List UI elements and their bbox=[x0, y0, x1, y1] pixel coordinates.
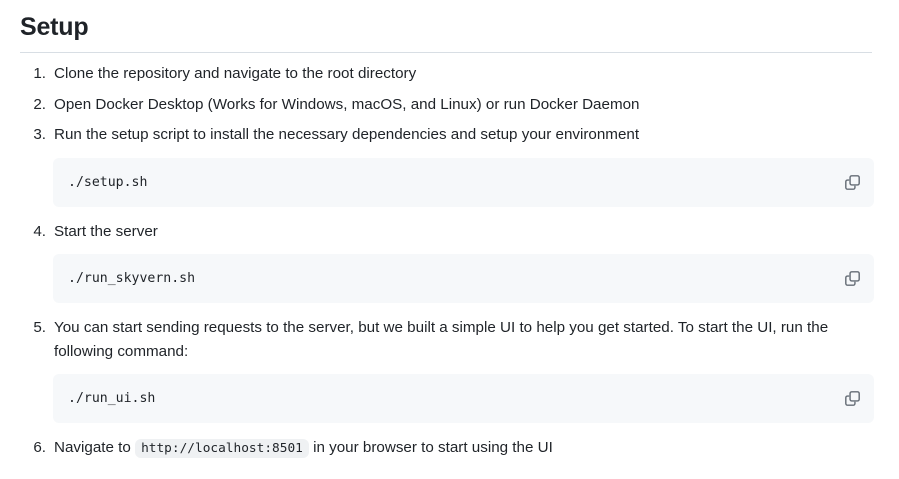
copy-icon bbox=[844, 174, 861, 191]
code-block-run-ui: ./run_ui.sh bbox=[53, 374, 874, 424]
list-marker: 5. bbox=[33, 319, 46, 337]
code-block-setup: ./setup.sh bbox=[53, 157, 874, 207]
step-text: Start the server bbox=[54, 222, 158, 240]
copy-button[interactable] bbox=[841, 171, 863, 193]
code-text: ./run_ui.sh bbox=[68, 391, 156, 407]
step-text: Open Docker Desktop (Works for Windows, … bbox=[54, 95, 640, 113]
step-text: You can start sending requests to the se… bbox=[54, 319, 829, 360]
code-text: ./run_skyvern.sh bbox=[68, 271, 196, 287]
list-item: 3. Run the setup script to install the n… bbox=[33, 123, 899, 207]
list-marker: 2. bbox=[33, 95, 46, 113]
step-text-before: Navigate to bbox=[54, 439, 131, 457]
list-item: 2. Open Docker Desktop (Works for Window… bbox=[33, 93, 899, 117]
copy-button[interactable] bbox=[841, 268, 863, 290]
page-title: Setup bbox=[20, 13, 89, 41]
copy-icon bbox=[844, 270, 861, 287]
list-item: 5. You can start sending requests to the… bbox=[33, 316, 899, 424]
step-text: Clone the repository and navigate to the… bbox=[54, 65, 417, 82]
list-marker: 4. bbox=[33, 222, 46, 240]
list-item: 1. Clone the repository and navigate to … bbox=[33, 62, 899, 86]
inline-code-localhost-url: http://localhost:8501 bbox=[135, 439, 309, 459]
setup-steps-list: 1. Clone the repository and navigate to … bbox=[0, 62, 899, 467]
copy-icon bbox=[844, 390, 861, 407]
copy-button[interactable] bbox=[841, 388, 863, 410]
step-text: Navigate to http://localhost:8501 in you… bbox=[54, 436, 854, 460]
title-divider bbox=[20, 52, 872, 54]
step-text-after: in your browser to start using the UI bbox=[313, 439, 553, 457]
list-item: 4. Start the server ./run_skyvern.sh bbox=[33, 220, 899, 304]
list-marker: 1. bbox=[33, 65, 46, 82]
list-item: 6. Navigate to http://localhost:8501 in … bbox=[33, 436, 899, 460]
list-marker: 3. bbox=[33, 126, 46, 144]
heading-section: Setup bbox=[20, 12, 872, 54]
code-text: ./setup.sh bbox=[68, 174, 148, 190]
step-text: Run the setup script to install the nece… bbox=[54, 126, 640, 144]
code-block-run-skyvern: ./run_skyvern.sh bbox=[53, 254, 874, 304]
list-marker: 6. bbox=[33, 439, 46, 457]
